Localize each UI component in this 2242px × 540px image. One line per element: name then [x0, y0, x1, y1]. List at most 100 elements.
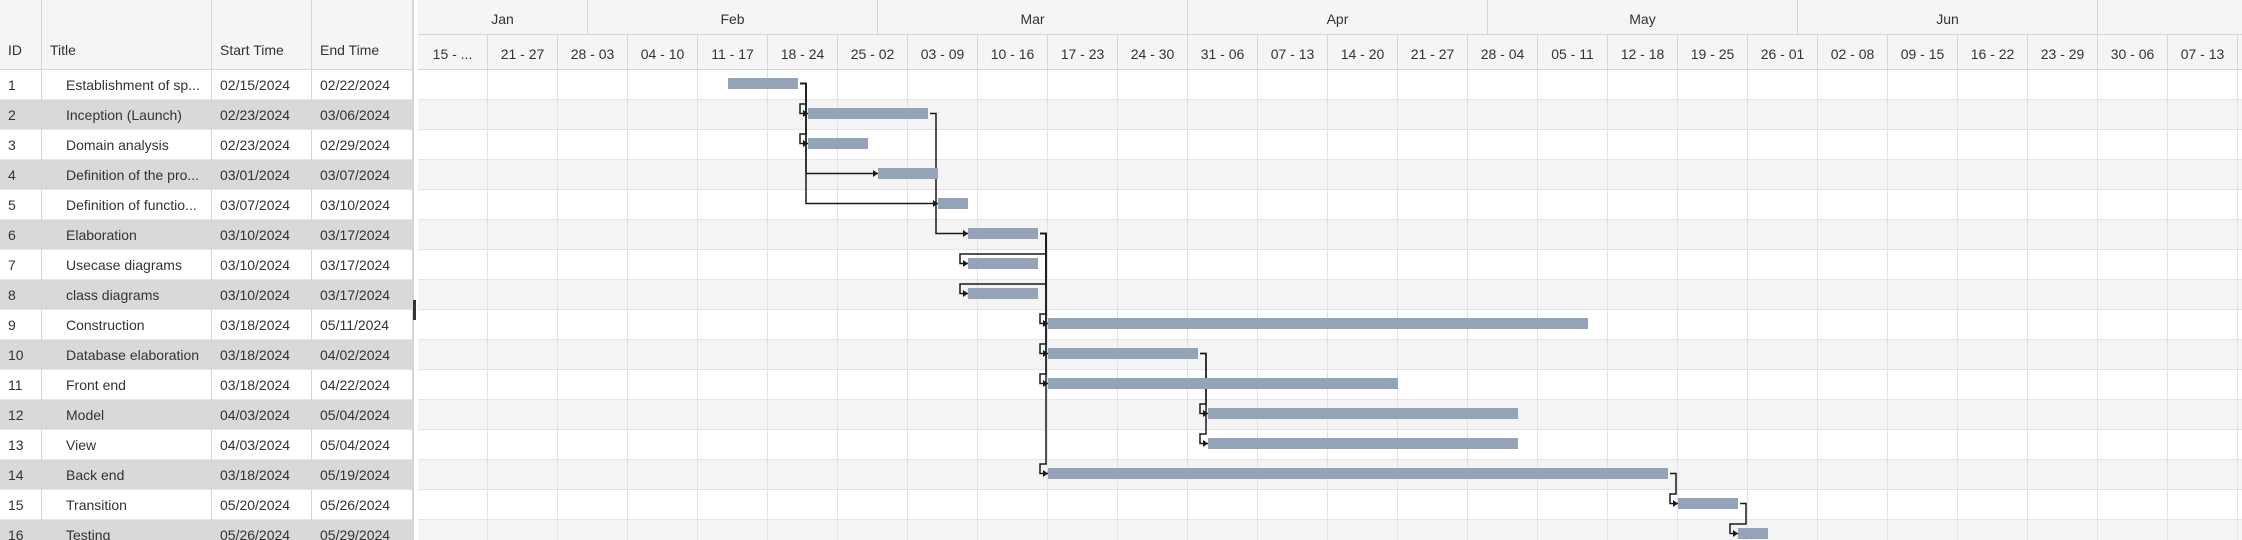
task-bar[interactable] — [728, 78, 798, 89]
grid-body: 1 Establishment of sp... 02/15/2024 02/2… — [0, 70, 413, 540]
task-bar[interactable] — [968, 258, 1038, 269]
task-end-time: 02/22/2024 — [312, 70, 413, 100]
task-bar[interactable] — [1048, 468, 1668, 479]
task-bar[interactable] — [1048, 318, 1588, 329]
task-bar[interactable] — [878, 168, 938, 179]
timeline-row — [418, 190, 2242, 220]
link-arrowhead — [1733, 530, 1738, 537]
task-row[interactable]: 10 Database elaboration 03/18/2024 04/02… — [0, 340, 413, 370]
column-header-end-time[interactable]: End Time — [312, 0, 413, 70]
task-end-time: 05/04/2024 — [312, 400, 413, 430]
task-row[interactable]: 6 Elaboration 03/10/2024 03/17/2024 — [0, 220, 413, 250]
week-label: 14 - 20 — [1328, 35, 1398, 70]
dependency-link[interactable] — [799, 82, 808, 115]
task-bar[interactable] — [1208, 438, 1518, 449]
dependency-link[interactable] — [1669, 472, 1678, 505]
week-gridline — [1607, 70, 1608, 540]
week-gridline — [487, 70, 488, 540]
task-row[interactable]: 16 Testing 05/26/2024 05/29/2024 — [0, 520, 413, 540]
task-row[interactable]: 12 Model 04/03/2024 05/04/2024 — [0, 400, 413, 430]
task-id: 11 — [0, 370, 42, 400]
week-label: 28 - 03 — [558, 35, 628, 70]
task-start-time: 02/23/2024 — [212, 100, 312, 130]
timeline-row — [418, 130, 2242, 160]
task-id: 9 — [0, 310, 42, 340]
task-row[interactable]: 8 class diagrams 03/10/2024 03/17/2024 — [0, 280, 413, 310]
dependency-link[interactable] — [1729, 502, 1747, 535]
task-row[interactable]: 2 Inception (Launch) 02/23/2024 03/06/20… — [0, 100, 413, 130]
task-end-time: 05/19/2024 — [312, 460, 413, 490]
task-row[interactable]: 11 Front end 03/18/2024 04/22/2024 — [0, 370, 413, 400]
dependency-link[interactable] — [1039, 232, 1048, 385]
task-row[interactable]: 1 Establishment of sp... 02/15/2024 02/2… — [0, 70, 413, 100]
task-bar[interactable] — [1208, 408, 1518, 419]
task-row[interactable]: 7 Usecase diagrams 03/10/2024 03/17/2024 — [0, 250, 413, 280]
dependency-link[interactable] — [1039, 232, 1048, 355]
task-bar[interactable] — [808, 108, 928, 119]
task-row[interactable]: 15 Transition 05/20/2024 05/26/2024 — [0, 490, 413, 520]
task-start-time: 03/18/2024 — [212, 340, 312, 370]
week-gridline — [1257, 70, 1258, 540]
week-gridline — [557, 70, 558, 540]
task-bar[interactable] — [968, 288, 1038, 299]
dependency-link[interactable] — [1039, 232, 1048, 475]
task-id: 15 — [0, 490, 42, 520]
week-label: 18 - 24 — [768, 35, 838, 70]
task-title: Model — [42, 400, 212, 430]
week-gridline — [1327, 70, 1328, 540]
column-header-title[interactable]: Title — [42, 0, 212, 70]
week-gridline — [2097, 70, 2098, 540]
dependency-link[interactable] — [800, 82, 878, 175]
column-header-start-time[interactable]: Start Time — [212, 0, 312, 70]
task-row[interactable]: 9 Construction 03/18/2024 05/11/2024 — [0, 310, 413, 340]
column-header-id[interactable]: ID — [0, 0, 42, 70]
task-end-time: 03/17/2024 — [312, 250, 413, 280]
task-row[interactable]: 3 Domain analysis 02/23/2024 02/29/2024 — [0, 130, 413, 160]
dependency-link[interactable] — [1199, 352, 1208, 445]
week-label: 21 - 27 — [488, 35, 558, 70]
task-title: Domain analysis — [42, 130, 212, 160]
week-gridline — [2167, 70, 2168, 540]
task-row[interactable]: 13 View 04/03/2024 05/04/2024 — [0, 430, 413, 460]
week-label: 07 - 13 — [2168, 35, 2238, 70]
timeline-row — [418, 280, 2242, 310]
link-arrowhead — [963, 260, 968, 267]
task-title: Elaboration — [42, 220, 212, 250]
task-bar[interactable] — [1048, 348, 1198, 359]
week-gridline — [767, 70, 768, 540]
task-title: View — [42, 430, 212, 460]
timeline-row — [418, 100, 2242, 130]
timeline-row — [418, 430, 2242, 460]
task-start-time: 03/18/2024 — [212, 310, 312, 340]
task-bar[interactable] — [1048, 378, 1398, 389]
week-label: 12 - 18 — [1608, 35, 1678, 70]
task-start-time: 02/15/2024 — [212, 70, 312, 100]
timeline-row — [418, 310, 2242, 340]
task-end-time: 05/11/2024 — [312, 310, 413, 340]
week-gridline — [1537, 70, 1538, 540]
task-bar[interactable] — [1678, 498, 1738, 509]
week-label: 16 - 22 — [1958, 35, 2028, 70]
grid-resize-handle[interactable] — [413, 300, 416, 320]
task-bar[interactable] — [808, 138, 868, 149]
task-bar[interactable] — [1738, 528, 1768, 539]
week-label: 24 - 30 — [1118, 35, 1188, 70]
task-start-time: 03/10/2024 — [212, 280, 312, 310]
week-label: 15 - ... — [418, 35, 488, 70]
week-gridline — [2027, 70, 2028, 540]
month-label: Jan — [418, 0, 588, 35]
task-row[interactable]: 14 Back end 03/18/2024 05/19/2024 — [0, 460, 413, 490]
task-bar[interactable] — [968, 228, 1038, 239]
task-row[interactable]: 4 Definition of the pro... 03/01/2024 03… — [0, 160, 413, 190]
dependency-link[interactable] — [800, 82, 938, 205]
task-row[interactable]: 5 Definition of functio... 03/07/2024 03… — [0, 190, 413, 220]
task-bar[interactable] — [938, 198, 968, 209]
task-id: 7 — [0, 250, 42, 280]
task-end-time: 04/02/2024 — [312, 340, 413, 370]
dependency-link[interactable] — [1039, 232, 1048, 325]
week-gridline — [1957, 70, 1958, 540]
week-gridline — [2237, 70, 2238, 540]
